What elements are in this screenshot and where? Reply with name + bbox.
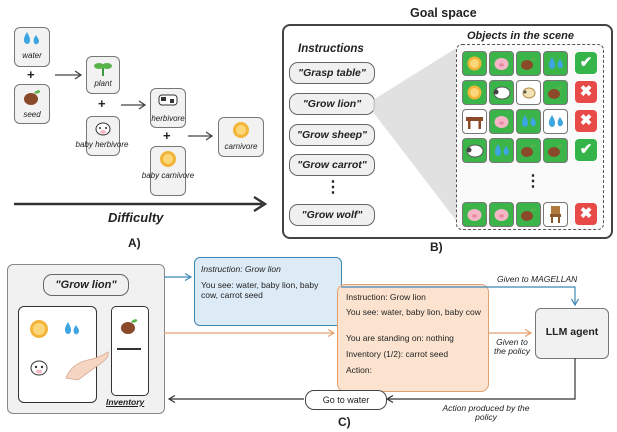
carnivore-label: carnivore <box>224 142 258 151</box>
pig-icon <box>489 51 514 76</box>
pig-icon <box>462 202 487 227</box>
valid-check-icon: ✔ <box>575 139 597 161</box>
inventory-divider <box>117 348 141 350</box>
sheep-icon <box>489 80 514 105</box>
water-icon <box>543 51 568 76</box>
arrow-icon <box>121 100 147 110</box>
caption-c: C) <box>338 415 351 429</box>
go-to-water-output: Go to water <box>305 390 387 410</box>
inventory-label: Inventory <box>106 397 145 407</box>
policy-standing: You are standing on: nothing <box>346 333 454 343</box>
llm-agent-label: LLM agent <box>545 326 599 338</box>
lion-icon <box>233 122 249 138</box>
goal-space-frame <box>282 24 613 239</box>
baby-herbivore-card <box>86 116 120 156</box>
seed-label: seed <box>23 110 41 119</box>
caption-a: A) <box>128 236 141 250</box>
water-drop-icon <box>23 32 39 45</box>
policy-inventory: Inventory (1/2): carrot seed <box>346 349 449 359</box>
plant-label: plant <box>94 79 112 88</box>
invalid-cross-icon: ✖ <box>575 81 597 103</box>
caption-b: B) <box>430 240 443 254</box>
instruction-grow-wolf: "Grow wolf" <box>289 204 375 226</box>
water-icon <box>489 138 514 163</box>
seed-icon <box>516 202 541 227</box>
projection-wedge <box>373 47 458 223</box>
instruction-grow-lion: "Grow lion" <box>289 93 375 115</box>
water-label: water <box>22 51 42 60</box>
carnivore-card: carnivore <box>218 117 264 157</box>
arrow-icon <box>188 131 214 141</box>
baby-sheep-icon <box>516 80 541 105</box>
seed-icon <box>24 90 41 105</box>
water-icon <box>543 109 568 134</box>
herbivore-card: herbivore <box>150 88 186 128</box>
action-produced-label: Action produced by the policy <box>442 403 530 422</box>
plus-sign: + <box>163 128 171 143</box>
baby-carnivore-label: baby carnivore <box>141 171 195 180</box>
table-icon <box>462 109 487 134</box>
policy-instruction: Instruction: Grow lion <box>346 292 426 302</box>
instruction-grasp-table: "Grasp table" <box>289 62 375 84</box>
pig-icon <box>489 109 514 134</box>
baby-cow-icon <box>95 122 111 136</box>
baby-cow-icon <box>30 360 48 376</box>
valid-check-icon: ✔ <box>575 52 597 74</box>
grid-frame <box>18 306 97 403</box>
magellan-instruction: Instruction: Grow lion <box>201 264 281 274</box>
pig-icon <box>489 202 514 227</box>
chair-icon <box>543 202 568 227</box>
plant-icon <box>94 63 112 76</box>
given-to-policy-label: Given to the policy <box>494 337 530 356</box>
difficulty-label: Difficulty <box>108 210 164 225</box>
lion-icon <box>462 80 487 105</box>
sheep-icon <box>462 138 487 163</box>
policy-prompt-box: Instruction: Grow lion You see: water, b… <box>337 284 489 392</box>
goal-space-title: Goal space <box>410 6 477 20</box>
magellan-you-see: You see: water, baby lion, baby cow, car… <box>201 280 319 300</box>
cow-icon <box>158 94 178 106</box>
seed-icon <box>516 138 541 163</box>
instructions-header: Instructions <box>298 43 364 55</box>
inventory-frame <box>111 306 149 396</box>
baby-carnivore-card: baby carnivore <box>142 146 194 196</box>
arrow-icon <box>55 70 83 80</box>
seed-card: seed <box>14 84 50 124</box>
instructions-ellipsis: ⋮ <box>325 179 341 196</box>
herbivore-label: herbivore <box>151 114 185 123</box>
water-icon <box>516 109 541 134</box>
instruction-grow-sheep: "Grow sheep" <box>289 124 375 146</box>
objects-ellipsis: ⋮ <box>525 173 541 190</box>
baby-lion-icon <box>30 320 48 338</box>
water-drop-icon <box>64 322 79 335</box>
baby-herbivore-label: baby herbivore <box>75 140 129 149</box>
lion-icon <box>462 51 487 76</box>
llm-agent-box: LLM agent <box>535 308 609 359</box>
plus-sign: + <box>98 96 106 111</box>
carrot-seed-icon <box>121 319 138 334</box>
invalid-cross-icon: ✖ <box>575 110 597 132</box>
difficulty-arrow-icon <box>14 195 268 213</box>
plus-sign: + <box>27 67 35 82</box>
baby-lion-icon <box>160 151 176 167</box>
objects-header: Objects in the scene <box>467 30 574 42</box>
instruction-grow-carrot: "Grow carrot" <box>289 154 375 176</box>
plant-card: plant <box>86 56 120 94</box>
magellan-observation-box: Instruction: Grow lion You see: water, b… <box>194 257 342 326</box>
seed-icon <box>543 138 568 163</box>
policy-you-see: You see: water, baby lion, baby cow <box>346 307 481 317</box>
policy-action: Action: <box>346 365 372 375</box>
water-card: water <box>14 27 50 67</box>
seed-icon <box>543 80 568 105</box>
goal-instruction: "Grow lion" <box>43 274 129 296</box>
seed-icon <box>516 51 541 76</box>
invalid-cross-icon: ✖ <box>575 203 597 225</box>
given-to-magellan-label: Given to MAGELLAN <box>497 274 578 284</box>
hand-icon <box>65 351 109 381</box>
